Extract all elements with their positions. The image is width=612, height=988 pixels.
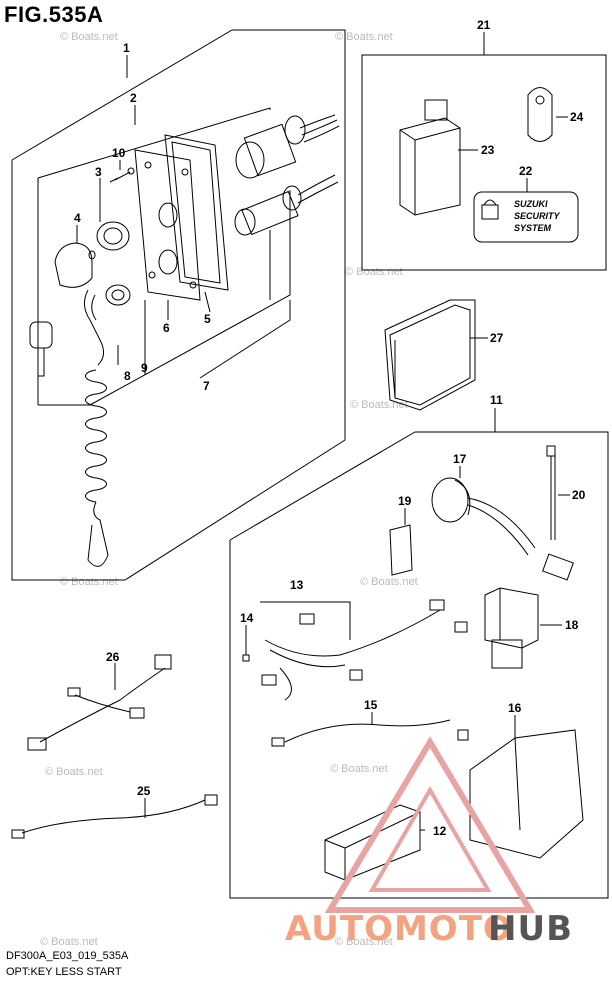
callout-number: 19 xyxy=(398,494,412,508)
group-2-box xyxy=(37,105,291,406)
part-switch-lower xyxy=(234,174,339,300)
callout-number: 2 xyxy=(130,91,137,105)
part-coiled-cord xyxy=(85,369,109,567)
brand-logo-text: AUTOMOTO HUB xyxy=(285,909,573,949)
callout-number: 6 xyxy=(163,321,170,335)
callout-number: 1 xyxy=(123,41,130,55)
part-lanyard-8 xyxy=(84,289,119,366)
brand-text-part2: HUB xyxy=(488,909,573,949)
watermark-text: © Boats.net xyxy=(335,936,393,948)
part-sensor-17 xyxy=(431,466,574,581)
part-switch-assy xyxy=(235,114,340,179)
part-washer-9 xyxy=(105,284,146,375)
part-bracket-16 xyxy=(469,715,584,859)
callout-number: 25 xyxy=(137,784,151,798)
callout-number: 22 xyxy=(519,164,533,178)
callout-number: 14 xyxy=(240,611,254,625)
part-cable-15 xyxy=(271,712,469,747)
security-label-line3: SYSTEM xyxy=(514,223,552,233)
callout-number: 8 xyxy=(124,369,131,383)
callout-number: 21 xyxy=(477,18,491,32)
watermark-text: © Boats.net xyxy=(345,266,403,278)
callout-number: 15 xyxy=(364,698,378,712)
part-nut-3 xyxy=(96,178,130,251)
callout-number: 7 xyxy=(203,379,210,393)
part-knob-4 xyxy=(54,225,96,288)
leader-7 xyxy=(199,300,291,379)
group-21-box xyxy=(361,32,607,271)
watermark-text: © Boats.net xyxy=(335,31,393,43)
watermarks: © Boats.net © Boats.net © Boats.net © Bo… xyxy=(40,31,418,948)
part-harness-13 xyxy=(260,599,468,701)
callout-number: 16 xyxy=(508,701,522,715)
security-label-line2: SECURITY xyxy=(514,211,561,221)
watermark-text: © Boats.net xyxy=(40,936,98,948)
part-relay-18 xyxy=(484,587,562,669)
part-box-12 xyxy=(324,804,425,881)
callout-number: 23 xyxy=(481,143,495,157)
callout-number: 27 xyxy=(490,331,504,345)
part-gasket-5 xyxy=(164,134,229,313)
callout-number: 3 xyxy=(95,165,102,179)
callout-labels: 1 2 3 4 5 6 7 8 9 10 11 12 13 14 15 16 1… xyxy=(74,18,586,838)
security-label-line1: SUZUKI xyxy=(514,199,548,209)
callout-number: 11 xyxy=(490,393,503,407)
part-plate-6 xyxy=(134,149,201,320)
callout-number: 10 xyxy=(112,146,126,160)
part-cable-25 xyxy=(11,794,218,839)
callout-number: 12 xyxy=(433,824,447,838)
watermark-text: © Boats.net xyxy=(45,766,103,778)
figure-title: FIG.535A xyxy=(4,2,104,27)
callout-number: 17 xyxy=(453,452,467,466)
part-pad-19 xyxy=(389,508,413,576)
group-1-box xyxy=(11,29,346,581)
part-pin-14 xyxy=(242,625,250,662)
part-screw-10 xyxy=(109,160,135,183)
callout-number: 24 xyxy=(570,110,584,124)
callout-number: 5 xyxy=(204,312,211,326)
figure-caption: OPT:KEY LESS START xyxy=(6,966,122,978)
watermark-text: © Boats.net xyxy=(330,763,388,775)
callout-number: 9 xyxy=(141,361,148,375)
figure-code: DF300A_E03_019_535A xyxy=(6,950,129,962)
watermark-text: © Boats.net xyxy=(360,576,418,588)
watermark-text: © Boats.net xyxy=(60,31,118,43)
part-key xyxy=(29,321,53,377)
callout-number: 20 xyxy=(572,488,586,502)
part-cable-tie-20 xyxy=(546,445,570,540)
callout-number: 4 xyxy=(74,211,81,225)
part-harness-26 xyxy=(27,654,172,751)
callout-number: 18 xyxy=(565,618,579,632)
part-fob-24 xyxy=(527,87,568,142)
callout-number: 13 xyxy=(290,578,304,592)
callout-number: 26 xyxy=(106,650,120,664)
group-11-box xyxy=(229,408,609,899)
security-label-text: SUZUKI SECURITY SYSTEM xyxy=(514,199,561,233)
watermark-text: © Boats.net xyxy=(350,399,408,411)
brand-logo-triangle xyxy=(324,736,536,913)
part-module-27 xyxy=(384,299,488,411)
part-ecu-23 xyxy=(399,99,478,216)
watermark-text: © Boats.net xyxy=(60,576,118,588)
part-label-22 xyxy=(473,178,579,243)
brand-text-part1: AUTOMOTO xyxy=(285,909,513,949)
